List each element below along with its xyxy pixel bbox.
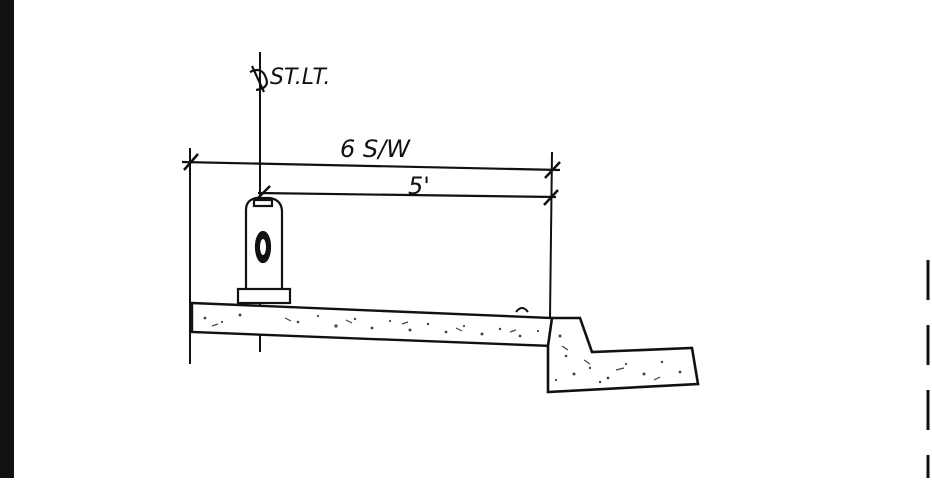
concrete-texture bbox=[203, 313, 682, 384]
streetlight-base bbox=[236, 196, 292, 305]
offset-dim-right-tick bbox=[543, 189, 559, 206]
sidewalk-dim-left-tick bbox=[183, 153, 199, 171]
left-border-bar bbox=[0, 0, 14, 478]
curb-and-gutter bbox=[546, 316, 700, 394]
sidewalk-dim-right-tick bbox=[544, 161, 561, 179]
centerline-icon bbox=[249, 65, 268, 93]
offset-label: 5' bbox=[408, 172, 430, 200]
grade-mark bbox=[515, 307, 529, 313]
offset-dimension-line bbox=[257, 191, 557, 199]
sidewalk-width-label: 6 S/W bbox=[340, 135, 411, 163]
concrete-texture-strokes bbox=[211, 317, 661, 381]
sidewalk-width-dimension-line bbox=[181, 160, 561, 172]
right-extension-line bbox=[549, 151, 553, 319]
centerline-label: ST.LT. bbox=[270, 65, 330, 90]
sidewalk-slab bbox=[190, 301, 554, 348]
